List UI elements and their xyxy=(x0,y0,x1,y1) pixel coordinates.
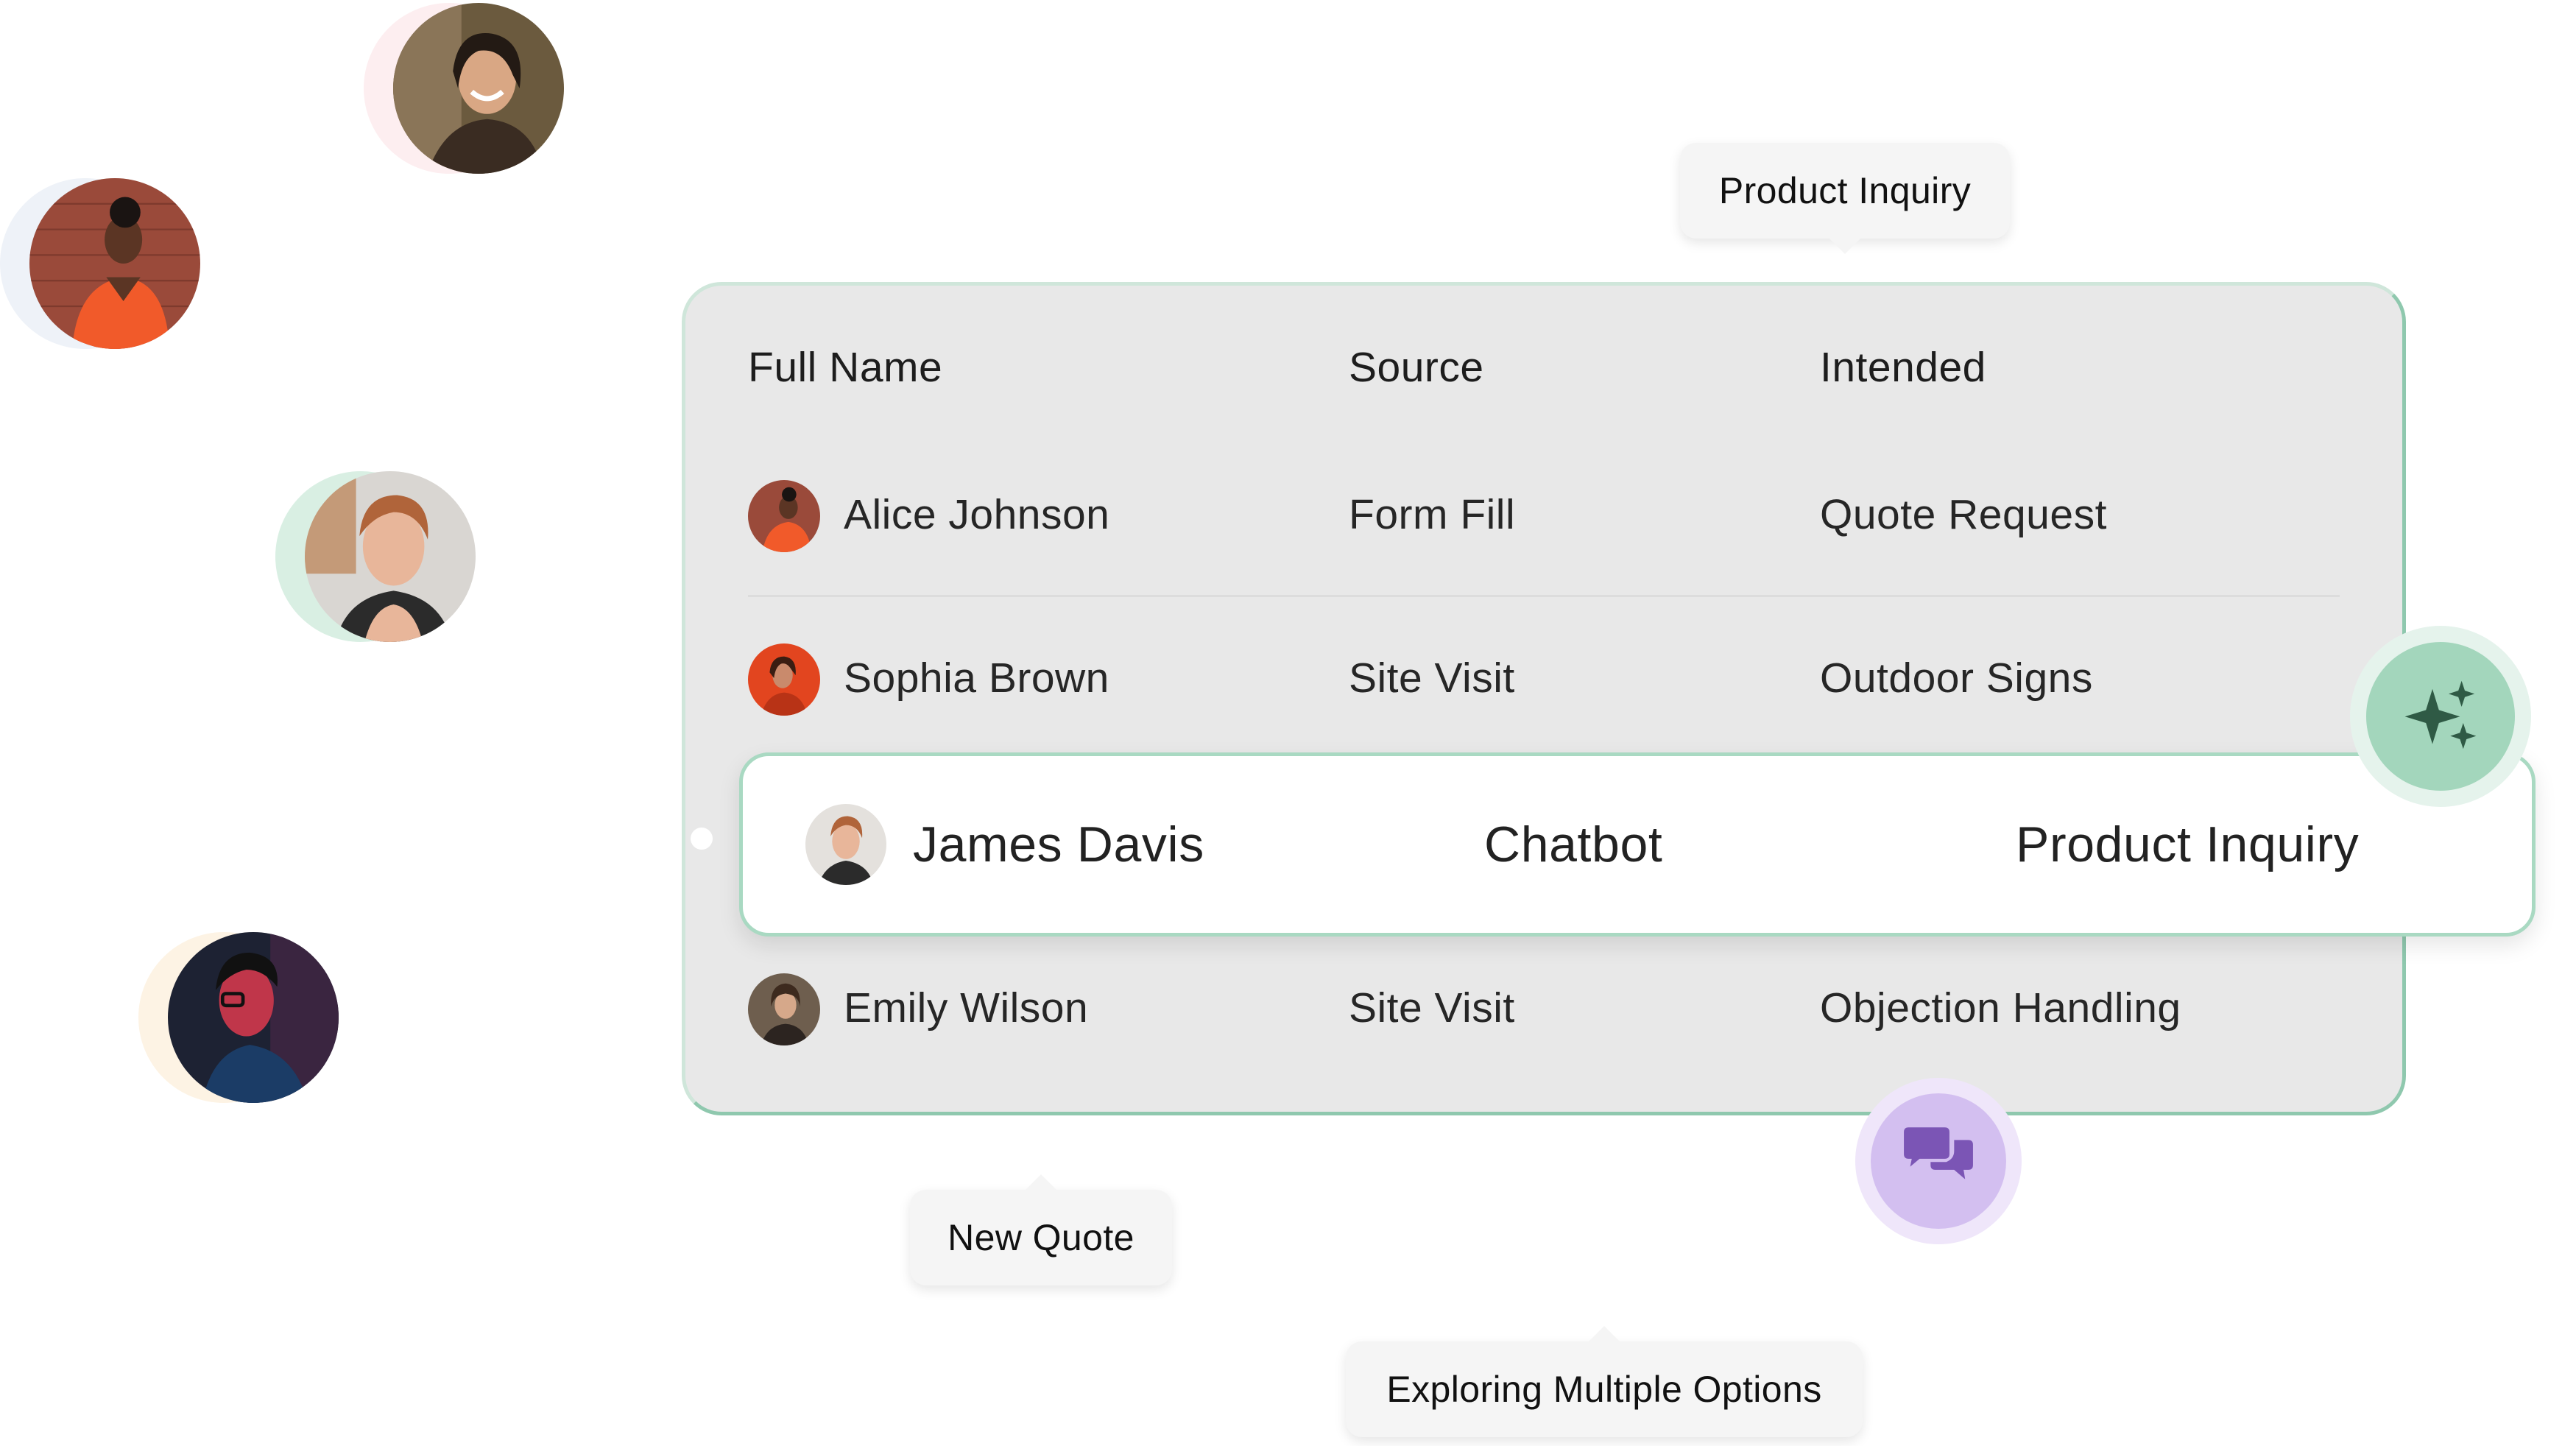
lead-name: Sophia Brown xyxy=(844,655,1109,702)
chat-button[interactable] xyxy=(1855,1078,2022,1244)
column-header-full-name[interactable]: Full Name xyxy=(748,344,943,391)
avatar xyxy=(805,804,886,885)
tooltip-label: Product Inquiry xyxy=(1718,170,1972,211)
column-header-source[interactable]: Source xyxy=(1349,344,1484,391)
floating-avatar-3 xyxy=(275,468,476,645)
lead-intended: Outdoor Signs xyxy=(1820,655,2093,702)
tooltip-label: New Quote xyxy=(948,1217,1135,1258)
tooltip-new-quote: New Quote xyxy=(910,1174,1172,1285)
chat-bubbles-icon xyxy=(1899,1124,1978,1199)
lead-name: Alice Johnson xyxy=(844,491,1110,538)
ai-assist-button[interactable] xyxy=(2350,626,2531,807)
avatar xyxy=(748,643,820,716)
avatar xyxy=(748,480,820,552)
tooltip-exploring-options: Exploring Multiple Options xyxy=(1346,1325,1863,1437)
tooltip-product-inquiry: Product Inquiry xyxy=(1680,143,2010,255)
sparkles-icon xyxy=(2400,674,2481,759)
floating-avatar-2 xyxy=(0,175,203,352)
avatar xyxy=(748,973,820,1045)
lead-name: James Davis xyxy=(913,817,1204,872)
highlighted-table-row[interactable] xyxy=(739,752,2536,937)
lead-source: Site Visit xyxy=(1349,984,1515,1031)
lead-intended: Quote Request xyxy=(1820,491,2107,538)
floating-avatar-1 xyxy=(364,0,564,177)
lead-intended: Product Inquiry xyxy=(2016,817,2360,872)
lead-source: Chatbot xyxy=(1484,817,1663,872)
lead-name: Emily Wilson xyxy=(844,984,1089,1031)
floating-avatar-4 xyxy=(138,929,339,1106)
row-divider xyxy=(748,595,2340,597)
column-header-intended[interactable]: Intended xyxy=(1820,344,1986,391)
leads-table-card xyxy=(682,282,2406,1115)
tooltip-label: Exploring Multiple Options xyxy=(1386,1369,1822,1410)
lead-source: Site Visit xyxy=(1349,655,1515,702)
lead-intended: Objection Handling xyxy=(1820,984,2181,1031)
row-indicator-dot xyxy=(691,828,713,850)
lead-source: Form Fill xyxy=(1349,491,1516,538)
